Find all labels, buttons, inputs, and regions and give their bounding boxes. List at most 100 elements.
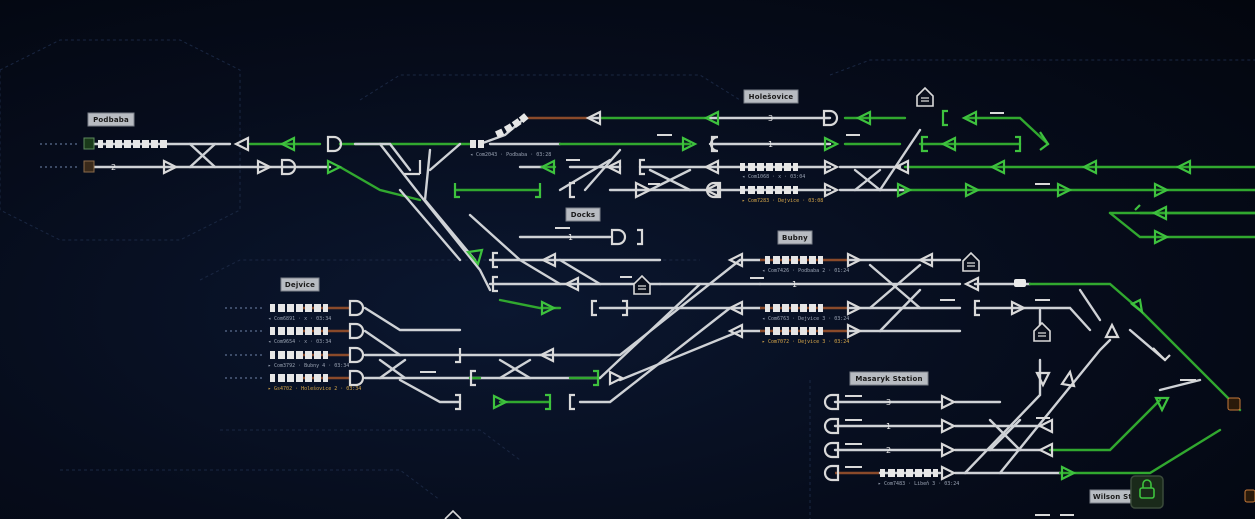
signal <box>1056 182 1073 198</box>
svg-text:Podbaba: Podbaba <box>93 116 129 124</box>
signal <box>1037 442 1054 458</box>
signal <box>162 159 179 175</box>
signal <box>1081 159 1098 175</box>
signal <box>585 110 602 126</box>
signals[interactable] <box>162 109 1192 482</box>
station-label-holesovice[interactable]: Holešovice <box>743 89 799 104</box>
signal <box>940 394 957 410</box>
platform-bracket <box>535 183 542 199</box>
svg-text:3: 3 <box>886 398 891 407</box>
signal <box>1153 182 1170 198</box>
depot-icon[interactable] <box>916 86 934 107</box>
signal <box>233 136 250 152</box>
signal <box>681 136 698 152</box>
svg-text:◂ Com1068 · x · 03:04: ◂ Com1068 · x · 03:04 <box>742 174 805 180</box>
buffer-stop <box>823 441 840 459</box>
switch-marker-icon[interactable] <box>1014 279 1255 503</box>
svg-text:2: 2 <box>111 163 116 172</box>
svg-text:Docks: Docks <box>571 211 596 219</box>
station-label-masaryk[interactable]: Masaryk Station <box>849 371 929 386</box>
depot-icon[interactable] <box>1033 321 1051 342</box>
platform-bracket <box>1015 135 1022 153</box>
svg-text:1: 1 <box>568 233 573 242</box>
platform-bracket <box>941 109 948 127</box>
platform-bracket <box>469 369 476 387</box>
train[interactable] <box>765 304 823 312</box>
depot-icon[interactable] <box>633 274 651 295</box>
train[interactable] <box>98 140 167 148</box>
svg-text:1: 1 <box>886 422 891 431</box>
svg-text:2: 2 <box>886 446 891 455</box>
platform-bracket <box>491 275 498 293</box>
train[interactable] <box>740 186 798 194</box>
wagon-icon[interactable] <box>83 137 95 173</box>
signal <box>538 347 555 363</box>
signal <box>917 252 934 268</box>
signal <box>855 110 872 126</box>
depot-icons[interactable] <box>83 86 1255 519</box>
signal <box>1035 371 1051 388</box>
train[interactable] <box>765 327 823 335</box>
signal <box>608 370 625 386</box>
signal <box>326 159 343 175</box>
svg-text:◂ Com6891 · x · 03:34: ◂ Com6891 · x · 03:34 <box>268 316 331 322</box>
train[interactable] <box>270 327 328 335</box>
depot-icon[interactable] <box>962 251 980 272</box>
platform-bracket <box>453 183 460 199</box>
signal <box>961 110 978 126</box>
train[interactable] <box>470 113 529 148</box>
buffer-stop <box>280 158 297 176</box>
signal <box>1104 322 1120 339</box>
svg-text:◂ Com9654 · x · 03:34: ◂ Com9654 · x · 03:34 <box>268 339 331 345</box>
train[interactable] <box>880 469 938 477</box>
signal <box>823 159 840 175</box>
depot-icon[interactable] <box>444 509 462 519</box>
station-label-docks[interactable]: Docks <box>565 207 601 222</box>
signal <box>539 159 556 175</box>
track-numbers: 2 3 1 1 1 3 1 2 <box>111 114 891 455</box>
train[interactable] <box>270 304 328 312</box>
station-label-podbaba[interactable]: Podbaba <box>87 112 135 127</box>
tracks <box>40 116 1255 475</box>
signal <box>963 276 980 292</box>
svg-text:▸ Com7483 · Libeň 3 · 03:24: ▸ Com7483 · Libeň 3 · 03:24 <box>878 480 959 487</box>
svg-text:▸ Gs4702 · Holešovice 2 · 03:3: ▸ Gs4702 · Holešovice 2 · 03:34 <box>268 385 361 392</box>
signal <box>465 248 484 267</box>
lock-icon[interactable] <box>1130 475 1164 509</box>
train[interactable] <box>765 256 823 264</box>
signal <box>823 136 840 152</box>
platform-bracket <box>593 369 600 387</box>
buffer-stop <box>822 109 839 127</box>
train[interactable] <box>740 163 798 171</box>
buffer-stop <box>348 322 365 340</box>
platform-bracket <box>1152 347 1171 362</box>
buffer-stop <box>705 181 722 199</box>
train[interactable] <box>270 374 328 382</box>
station-label-dejvice[interactable]: Dejvice <box>280 277 320 292</box>
train[interactable] <box>270 351 328 359</box>
signal <box>703 159 720 175</box>
signal <box>563 276 580 292</box>
buffer-stop <box>709 135 719 153</box>
svg-text:Holešovice: Holešovice <box>749 93 794 101</box>
platform-bracket <box>973 299 980 317</box>
svg-text:3: 3 <box>768 114 773 123</box>
signal <box>727 323 744 339</box>
svg-text:◂ Com7426 · Podbaba 2 · 01:24: ◂ Com7426 · Podbaba 2 · 01:24 <box>762 268 849 274</box>
svg-text:▸ Com3792 · Bubny 4 · 03:34: ▸ Com3792 · Bubny 4 · 03:34 <box>268 363 349 369</box>
signal <box>279 136 296 152</box>
signal <box>703 110 720 126</box>
buffer-stop <box>610 228 627 246</box>
train-captions: ◂ Com1068 · x · 03:04 ▸ Com7283 · Dejvic… <box>268 152 959 487</box>
station-label-bubny[interactable]: Bubny <box>777 230 813 245</box>
signal <box>1151 205 1168 221</box>
svg-text:1: 1 <box>792 280 797 289</box>
platform-bracket <box>622 299 629 317</box>
signal <box>846 323 863 339</box>
svg-text:◂ Com2043 · Podbaba · 03:28: ◂ Com2043 · Podbaba · 03:28 <box>470 152 551 158</box>
trains[interactable] <box>98 113 938 477</box>
buffer-stop <box>823 464 840 482</box>
signal <box>727 300 744 316</box>
